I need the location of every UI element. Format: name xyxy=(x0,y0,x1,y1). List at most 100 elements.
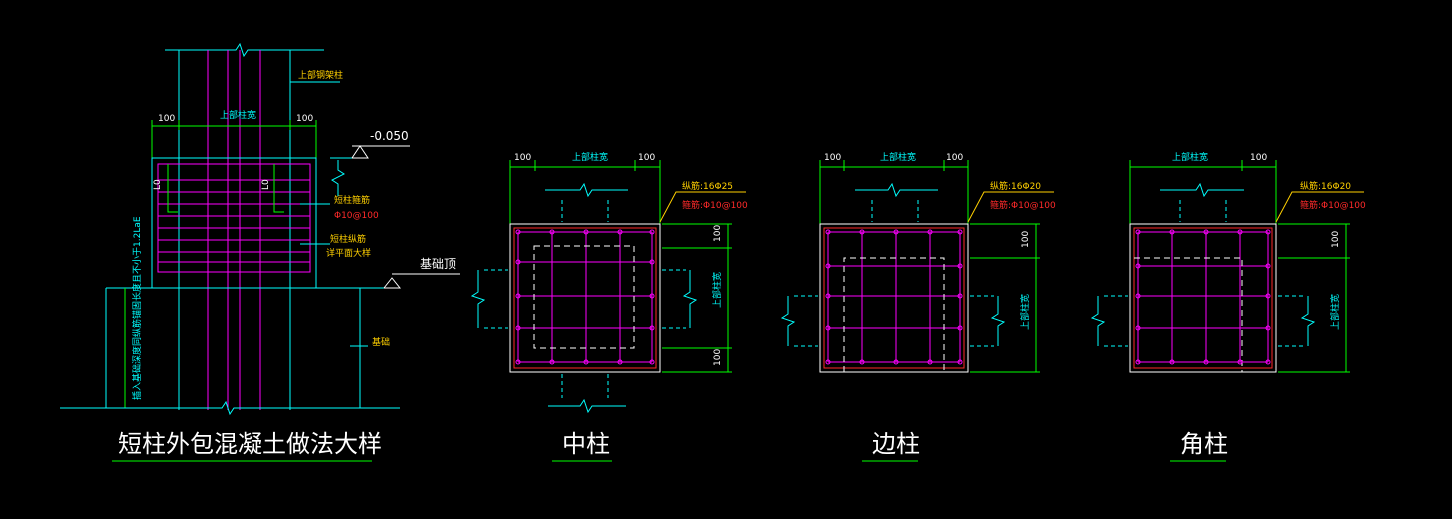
rebar-dot xyxy=(957,359,963,365)
rebar-dot xyxy=(1135,229,1141,235)
encasement-outline xyxy=(151,157,317,289)
rebar-dot xyxy=(1265,293,1271,299)
rebar-cage xyxy=(157,163,311,273)
rebar-dot xyxy=(893,359,899,365)
svg-text:上部柱宽: 上部柱宽 xyxy=(1329,294,1341,330)
svg-text:上部柱宽: 上部柱宽 xyxy=(1019,294,1031,330)
rebar-dot xyxy=(515,293,521,299)
rebar-dot xyxy=(957,229,963,235)
detail-title: 短柱外包混凝土做法大样 xyxy=(118,430,382,458)
stirrup-spec: 箍筋:Φ10@100 xyxy=(990,199,1056,211)
rebar-dot xyxy=(1135,359,1141,365)
anchor-length-right: L0 xyxy=(261,179,271,190)
svg-text:100: 100 xyxy=(713,349,723,366)
section-title: 中柱 xyxy=(562,430,610,458)
rebar-dot xyxy=(1237,359,1243,365)
rebar-dot xyxy=(893,229,899,235)
svg-text:上部柱宽: 上部柱宽 xyxy=(711,272,723,308)
anchor-length-left: L0 xyxy=(153,179,163,190)
svg-text:100: 100 xyxy=(824,153,841,163)
rebar-dot xyxy=(649,293,655,299)
stirrup-spec: 箍筋:Φ10@100 xyxy=(682,199,748,211)
elevation-detail: 上部钢架柱 100 上部柱宽 100 L0 L0 短柱 xyxy=(60,42,460,462)
rebar-dot xyxy=(1203,229,1209,235)
stirrup-spec: 箍筋:Φ10@100 xyxy=(1300,199,1366,211)
rebar-dot xyxy=(1237,229,1243,235)
rebar-dot xyxy=(583,359,589,365)
top-break-line xyxy=(165,42,324,58)
rebar-dot xyxy=(649,359,655,365)
rebar-dot xyxy=(617,359,623,365)
rebar-dot xyxy=(927,229,933,235)
rebar-dot xyxy=(617,229,623,235)
rebar-dot xyxy=(957,293,963,299)
svg-text:100: 100 xyxy=(1021,231,1031,248)
rebar-dot xyxy=(927,359,933,365)
rebar-dot xyxy=(825,325,831,331)
dim-column-width: 上部柱宽 xyxy=(220,109,256,121)
rebar-dot xyxy=(515,229,521,235)
longitudinal-bar-spec: 纵筋:16Φ20 xyxy=(990,180,1041,192)
horizontal-ties xyxy=(158,179,310,263)
rebar-dot xyxy=(1135,263,1141,269)
rebar-dot xyxy=(1265,229,1271,235)
svg-text:上部柱宽: 上部柱宽 xyxy=(880,151,916,163)
rebar-dot xyxy=(649,259,655,265)
see-plan-label: 详平面大样 xyxy=(326,247,371,259)
rebar-dot xyxy=(583,229,589,235)
section-outline xyxy=(509,223,661,373)
rebar-dot xyxy=(649,229,655,235)
stirrup-label: 短柱箍筋 xyxy=(334,194,370,206)
svg-text:100: 100 xyxy=(713,225,723,242)
section-outline xyxy=(1129,223,1277,373)
rebar-dot xyxy=(515,325,521,331)
longitudinal-bar-label: 短柱纵筋 xyxy=(330,233,366,245)
dim-100-left: 100 xyxy=(158,114,175,124)
section-middle-column: 100 上部柱宽 100 xyxy=(470,151,748,462)
section-edge-column: 100 上部柱宽 100 100 上部柱宽 xyxy=(780,151,1056,462)
rebar-dot xyxy=(1265,325,1271,331)
foundation-top-label: 基础顶 xyxy=(420,257,456,271)
stirrup-spec: Φ10@100 xyxy=(334,211,379,221)
rebar-dots xyxy=(515,229,1271,365)
svg-text:100: 100 xyxy=(1250,153,1267,163)
section-outline xyxy=(819,223,969,373)
section-title: 边柱 xyxy=(872,430,920,458)
section-title: 角柱 xyxy=(1180,430,1228,458)
dim-100-right: 100 xyxy=(296,114,313,124)
rebar-dot xyxy=(515,259,521,265)
rebar-dot xyxy=(1203,359,1209,365)
svg-text:100: 100 xyxy=(946,153,963,163)
section-corner-column: 上部柱宽 100 100 上部柱宽 纵 xyxy=(1090,151,1366,462)
foundation-label: 基础 xyxy=(372,336,390,348)
rebar-dot xyxy=(859,229,865,235)
rebar-dot xyxy=(825,229,831,235)
elevation-level: -0.050 xyxy=(370,129,409,143)
rebar-dot xyxy=(825,293,831,299)
rebar-dot xyxy=(1169,359,1175,365)
rebar-dot xyxy=(957,263,963,269)
rebar-dot xyxy=(825,359,831,365)
rebar-dot xyxy=(1135,293,1141,299)
longitudinal-bar-spec: 纵筋:16Φ20 xyxy=(1300,180,1351,192)
svg-text:100: 100 xyxy=(1331,231,1341,248)
longitudinal-bar-spec: 纵筋:16Φ25 xyxy=(682,180,733,192)
rebar-dot xyxy=(1135,325,1141,331)
rebar-dot xyxy=(825,263,831,269)
svg-text:上部柱宽: 上部柱宽 xyxy=(1172,151,1208,163)
rebar-dot xyxy=(859,359,865,365)
rebar-dot xyxy=(1265,359,1271,365)
rebar-dot xyxy=(549,229,555,235)
rebar-dot xyxy=(515,359,521,365)
svg-text:上部柱宽: 上部柱宽 xyxy=(572,151,608,163)
svg-text:100: 100 xyxy=(638,153,655,163)
rebar-dot xyxy=(957,325,963,331)
rebar-dot xyxy=(1265,263,1271,269)
rebar-dot xyxy=(1169,229,1175,235)
bottom-break-line xyxy=(60,400,400,416)
upper-steel-column-label: 上部钢架柱 xyxy=(298,69,343,81)
embed-depth-note: 插入基础深度同纵筋锚固长度且不小于1.2LaE xyxy=(131,216,143,400)
rebar-dot xyxy=(549,359,555,365)
